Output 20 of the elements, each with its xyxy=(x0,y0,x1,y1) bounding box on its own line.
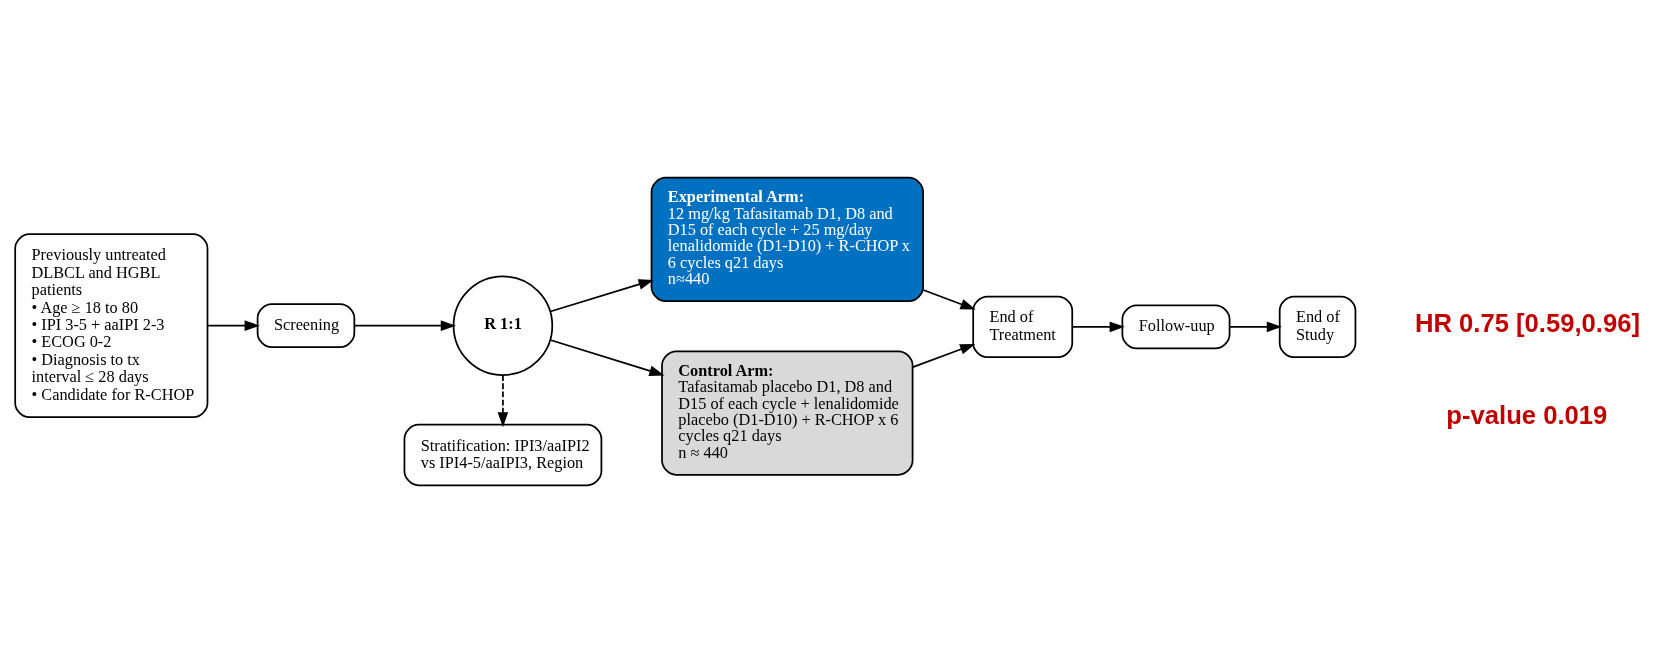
arrow xyxy=(548,278,654,312)
node-box: End of Treatment xyxy=(971,295,1073,358)
arrow xyxy=(922,288,976,310)
node-box: End of Study xyxy=(1278,295,1356,358)
node-box: Stratification: IPI3/aaIPI2 vs IPI4-5/aaIPI3, Region xyxy=(403,423,602,486)
arrow xyxy=(1228,321,1282,332)
arrow xyxy=(1071,321,1125,332)
arrow xyxy=(497,373,508,427)
arrow xyxy=(548,338,664,376)
arrow xyxy=(206,319,260,331)
node-box: Control Arm: Tafasitamab placebo D1, D8 and D15 of each cycle + lenalidomide placebo (D1-D10) + R-CHOP x 6 cycles q21 days n ≈ 440 xyxy=(660,349,913,476)
arrow xyxy=(911,343,975,368)
node-circle: R 1:1 xyxy=(452,274,553,376)
node-box: Previously untreated DLBCL and HGBL patients • Age ≥ 18 to 80 • IPI 3-5 + aaIPI 2-3 • ECOG 0-2 • Diagnosis to tx interval ≤ 28 days • Candidate for R-CHOP xyxy=(13,232,208,418)
arrow xyxy=(353,319,456,331)
label: p-value 0.019 xyxy=(1445,400,1607,429)
node-box: Screening xyxy=(256,302,355,348)
node-box: Experimental Arm: 12 mg/kg Tafasitamab D1, D8 and D15 of each cycle + 25 mg/day lenalidomide (D1-D10) + R-CHOP x 6 cycles q21 days n≈440 xyxy=(650,176,924,302)
node-box: Follow-uup xyxy=(1121,303,1230,349)
label: HR 0.75 [0.59,0.96] xyxy=(1414,308,1640,337)
